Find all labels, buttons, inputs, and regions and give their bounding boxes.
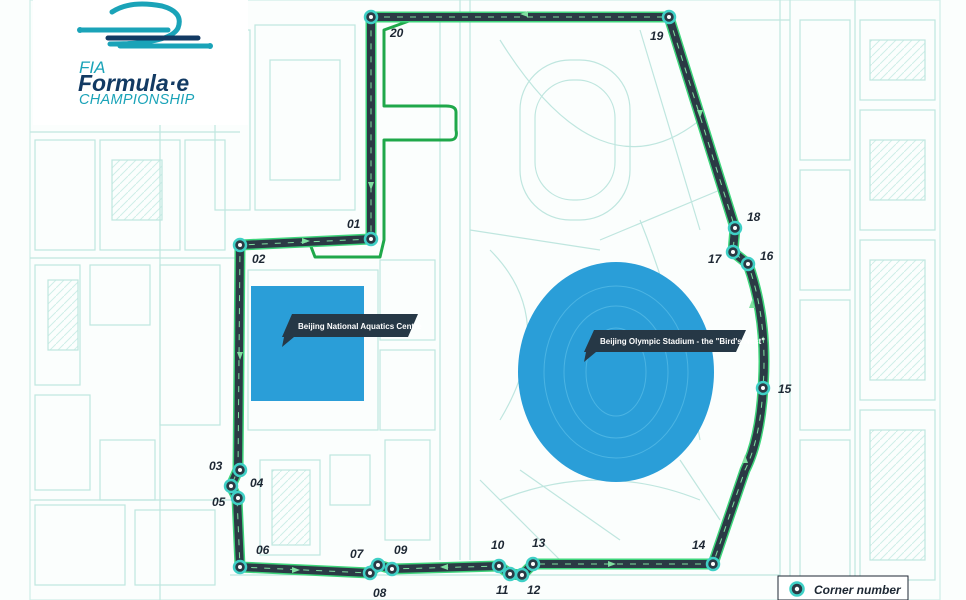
aquatics-callout-text: Beijing National Aquatics Centre — [298, 322, 422, 331]
birds-nest-stadium — [518, 262, 714, 482]
corner-label-18: 18 — [747, 210, 761, 224]
corner-label-06: 06 — [256, 543, 270, 557]
direction-arrows — [237, 11, 755, 573]
corner-marker-dot — [390, 567, 394, 571]
corner-marker-dot — [733, 226, 737, 230]
pit-lane — [284, 15, 458, 259]
corner-label-03: 03 — [209, 459, 223, 473]
corner-label-10: 10 — [491, 538, 505, 552]
corner-marker-dot — [711, 562, 715, 566]
corner-label-07: 07 — [350, 547, 365, 561]
legend-label: Corner number — [814, 583, 902, 597]
corner-marker-dot — [369, 237, 373, 241]
corner-marker-dot — [368, 571, 372, 575]
logo-formula-text: Formula·e — [78, 70, 189, 96]
corner-label-16: 16 — [760, 249, 774, 263]
corner-marker-dot — [369, 15, 373, 19]
city-background — [29, 0, 941, 600]
corner-label-14: 14 — [692, 538, 706, 552]
corner-label-11: 11 — [496, 583, 509, 597]
stadium-callout-text: Beijing Olympic Stadium - the "Bird's Ne… — [600, 337, 765, 346]
stadium-callout: Beijing Olympic Stadium - the "Bird's Ne… — [584, 330, 765, 362]
corner-label-08: 08 — [373, 586, 387, 600]
corner-label-02: 02 — [252, 252, 266, 266]
corner-label-13: 13 — [532, 536, 546, 550]
corner-marker-dot — [508, 572, 512, 576]
corner-label-15: 15 — [778, 382, 792, 396]
logo-fia-text: FIA — [79, 58, 105, 77]
corner-label-19: 19 — [650, 29, 664, 43]
corner-marker-dot — [531, 562, 535, 566]
corner-label-12: 12 — [527, 583, 541, 597]
corner-labels: 01 02 03 04 05 06 07 08 09 10 11 12 13 1… — [209, 26, 792, 600]
corner-label-05: 05 — [212, 495, 226, 509]
logo-championship-text: CHAMPIONSHIP — [79, 92, 195, 108]
corner-marker-dot — [731, 250, 735, 254]
track-centerline — [230, 16, 765, 576]
corner-marker-dot — [238, 468, 242, 472]
corner-label-17: 17 — [708, 252, 723, 266]
corner-label-04: 04 — [250, 476, 264, 490]
corner-marker-dot — [746, 262, 750, 266]
aquatics-centre-building — [251, 286, 364, 401]
aquatics-callout: Beijing National Aquatics Centre — [282, 314, 422, 347]
corner-marker-dot — [667, 15, 671, 19]
corner-marker-dot — [497, 564, 501, 568]
corner-marker-dot — [238, 243, 242, 247]
corner-label-20: 20 — [389, 26, 404, 40]
corner-marker-dot — [761, 386, 765, 390]
logo-swoosh-icon — [77, 1, 213, 49]
corner-label-01: 01 — [347, 217, 361, 231]
corner-marker-dot — [238, 565, 242, 569]
formula-e-logo: FIA Formula·e CHAMPIONSHIP — [33, 0, 248, 125]
legend: Corner number — [777, 575, 909, 600]
corner-label-09: 09 — [394, 543, 408, 557]
corner-markers — [223, 9, 771, 583]
corner-marker-dot — [229, 484, 233, 488]
corner-marker-dot — [376, 563, 380, 567]
corner-marker-dot — [520, 573, 524, 577]
corner-marker-dot — [236, 496, 240, 500]
